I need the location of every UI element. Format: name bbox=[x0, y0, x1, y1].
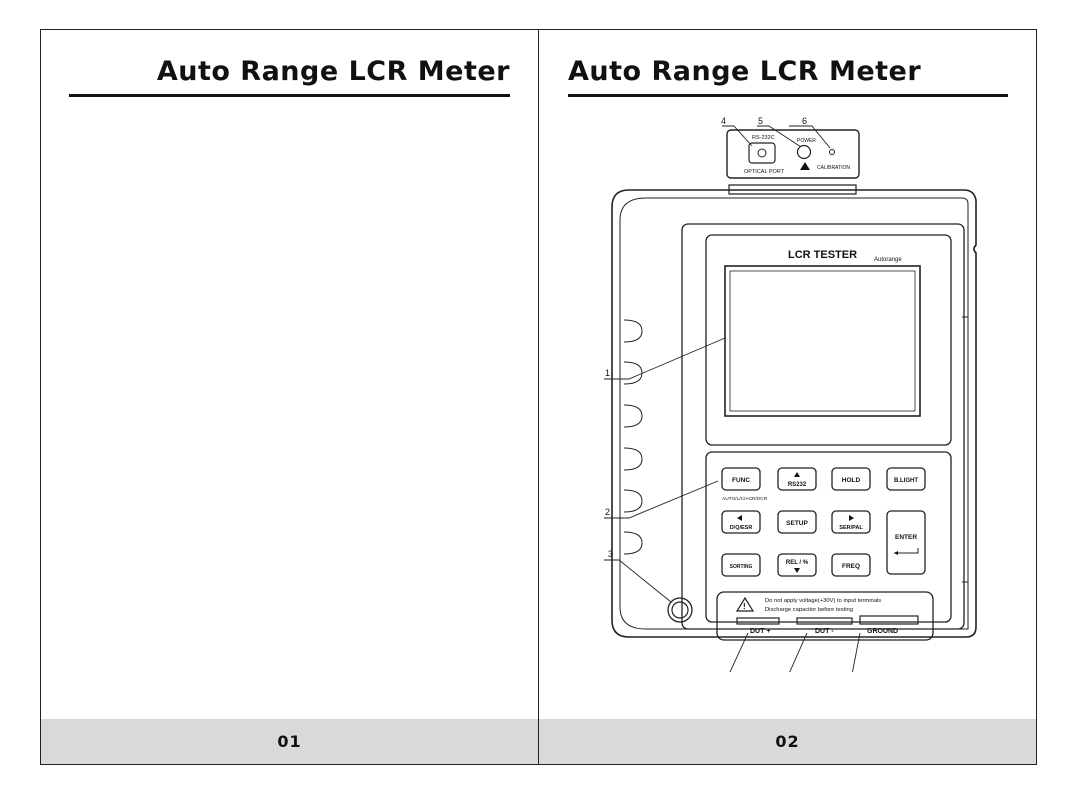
dut-minus-label: DUT - bbox=[815, 628, 834, 635]
knob bbox=[667, 597, 693, 623]
up-arrow-icon bbox=[794, 472, 800, 477]
page-02: Auto Range LCR Meter RS-232C OPTICAL POR… bbox=[539, 30, 1036, 764]
rel-button[interactable]: REL / % bbox=[777, 553, 817, 577]
title-rule bbox=[568, 94, 1008, 97]
optical-port-label: OPTICAL PORT bbox=[744, 169, 785, 175]
enter-button[interactable]: ENTER bbox=[886, 510, 926, 575]
dq-esr-button[interactable]: D/Q/ESR bbox=[721, 510, 761, 534]
func-subtitle: AUTO/L/C/ACR/DCR bbox=[722, 496, 768, 502]
svg-text:!: ! bbox=[743, 602, 746, 611]
lcr-meter-diagram: RS-232C OPTICAL PORT POWER CALIBRATION bbox=[584, 112, 1004, 686]
svg-text:3: 3 bbox=[608, 549, 613, 559]
keypad-panel bbox=[705, 451, 952, 623]
svg-text:2: 2 bbox=[605, 507, 610, 517]
terminal-area: ! Do not apply voltage(+30V) to input te… bbox=[716, 591, 934, 641]
backlight-button[interactable]: B.LIGHT bbox=[886, 467, 926, 491]
svg-text:RS232: RS232 bbox=[788, 482, 807, 488]
warning-triangle-icon bbox=[735, 596, 755, 612]
enter-arrow-icon bbox=[894, 548, 919, 554]
page-01: Auto Range LCR Meter 01 bbox=[41, 30, 539, 764]
setup-button[interactable]: SETUP bbox=[777, 510, 817, 534]
svg-text:SETUP: SETUP bbox=[786, 520, 808, 527]
page-number: 01 bbox=[277, 732, 302, 751]
page-footer: 02 bbox=[539, 719, 1036, 764]
left-arrow-icon bbox=[737, 515, 742, 521]
lcd-screen bbox=[724, 265, 921, 417]
rs232-button[interactable]: RS232 bbox=[777, 467, 817, 491]
title-rule bbox=[69, 94, 510, 97]
func-button[interactable]: FUNC bbox=[721, 467, 761, 491]
power-jack bbox=[796, 144, 812, 160]
calibration-label: CALIBRATION bbox=[817, 165, 850, 171]
side-grips bbox=[623, 319, 643, 555]
lcr-meter-drawing: RS-232C OPTICAL PORT POWER CALIBRATION bbox=[604, 116, 977, 686]
page-footer: 01 bbox=[41, 719, 538, 764]
svg-text:REL / %: REL / % bbox=[786, 560, 809, 566]
top-panel: RS-232C OPTICAL PORT POWER CALIBRATION bbox=[726, 129, 860, 179]
svg-text:B.LIGHT: B.LIGHT bbox=[894, 478, 918, 484]
svg-text:SER/PAL: SER/PAL bbox=[839, 525, 863, 531]
calibration-hole bbox=[829, 149, 835, 155]
svg-text:SORTING: SORTING bbox=[730, 564, 753, 570]
freq-button[interactable]: FREQ bbox=[831, 553, 871, 577]
warning-line-1: Do not apply voltage(+30V) to input term… bbox=[765, 598, 881, 604]
page-number: 02 bbox=[775, 732, 800, 751]
svg-text:FUNC: FUNC bbox=[732, 477, 750, 484]
callout-leaders bbox=[604, 125, 861, 686]
callout-numbers: 4 5 6 1 2 3 7 8 9 bbox=[605, 116, 843, 684]
manual-spread: Auto Range LCR Meter 01 Auto Range LCR M… bbox=[40, 29, 1037, 765]
page-title: Auto Range LCR Meter bbox=[568, 56, 922, 87]
right-arrow-icon bbox=[849, 515, 854, 521]
power-label: POWER bbox=[797, 138, 816, 144]
port-label: RS-232C bbox=[752, 135, 775, 141]
svg-text:1: 1 bbox=[605, 368, 610, 378]
device-mode: Autorange bbox=[874, 257, 902, 263]
dut-plus-label: DUT + bbox=[750, 628, 770, 635]
svg-text:ENTER: ENTER bbox=[895, 534, 917, 541]
hold-button[interactable]: HOLD bbox=[831, 467, 871, 491]
sorting-button[interactable]: SORTING bbox=[721, 553, 761, 577]
ground-socket bbox=[859, 615, 919, 625]
dut-plus-socket bbox=[736, 617, 780, 625]
dut-minus-socket bbox=[796, 617, 853, 625]
svg-text:D/Q/ESR: D/Q/ESR bbox=[730, 525, 753, 531]
svg-text:4: 4 bbox=[721, 116, 726, 126]
ser-pal-button[interactable]: SER/PAL bbox=[831, 510, 871, 534]
svg-text:5: 5 bbox=[758, 116, 763, 126]
display-bezel bbox=[705, 234, 952, 446]
down-arrow-icon bbox=[794, 568, 800, 573]
ground-label: GROUND bbox=[867, 628, 898, 635]
svg-text:FREQ: FREQ bbox=[842, 563, 860, 570]
svg-text:6: 6 bbox=[802, 116, 807, 126]
warning-line-2: Discharge capacitor before testing bbox=[765, 607, 853, 613]
warning-icon bbox=[800, 162, 810, 170]
meter-body bbox=[611, 189, 977, 638]
device-name: LCR TESTER bbox=[788, 249, 857, 261]
svg-text:HOLD: HOLD bbox=[842, 477, 861, 484]
page-title: Auto Range LCR Meter bbox=[156, 56, 510, 87]
